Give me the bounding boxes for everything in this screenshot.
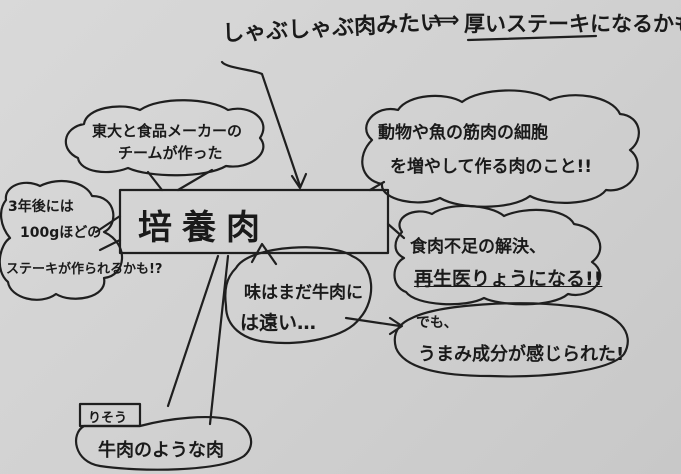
- cloud-future: [0, 179, 124, 301]
- top-underline: [466, 34, 598, 42]
- definition-line1: 動物や魚の筋肉の細胞: [378, 123, 548, 143]
- center-box: [118, 188, 390, 255]
- arrow-to-umami: [344, 316, 402, 328]
- top-arrow-head: [290, 172, 308, 190]
- bubble-umami: [393, 302, 629, 378]
- ideal-tag: りそう: [88, 411, 128, 426]
- future-line2: 100gほどの: [20, 225, 102, 241]
- cloud-solutions: [393, 204, 602, 306]
- ideal-bubble: [75, 416, 253, 471]
- center-label: 培養肉: [138, 208, 270, 248]
- umami-line1: でも、: [416, 315, 458, 331]
- made-by-line1: 東大と食品メーカーの: [92, 122, 243, 140]
- connector-future: [94, 214, 122, 252]
- top-arrow-line: [220, 60, 302, 188]
- connector-taste: [250, 242, 278, 266]
- connector-definition: [368, 180, 386, 192]
- taste-line2: は遠い…: [240, 312, 317, 334]
- connector-solutions: [386, 222, 406, 240]
- cloud-made-by: [64, 99, 265, 177]
- top-headline-part2: 厚いステーキになるかも!!: [464, 12, 681, 36]
- future-line1: 3年後には: [8, 199, 74, 215]
- future-line3: ステーキが作られるかも!?: [6, 262, 163, 277]
- made-by-line2: チームが作った: [118, 144, 223, 162]
- arrowhead-umami: [388, 316, 404, 336]
- connector-made-by: [146, 168, 214, 192]
- ideal-text: 牛肉のような肉: [98, 440, 224, 461]
- top-headline-arrow: ⟹: [428, 8, 460, 33]
- bubble-taste: [224, 246, 373, 345]
- solutions-line2: 再生医りょうになる!!: [414, 268, 603, 290]
- connector-ideal: [166, 254, 230, 426]
- taste-line1: 味はまだ牛肉に: [244, 283, 363, 303]
- solutions-line1: 食肉不足の解決、: [410, 237, 546, 257]
- umami-line2: うまみ成分が感じられた!: [418, 344, 625, 365]
- cloud-definition: [361, 89, 640, 208]
- definition-line2: を増やして作る肉のこと!!: [390, 157, 592, 177]
